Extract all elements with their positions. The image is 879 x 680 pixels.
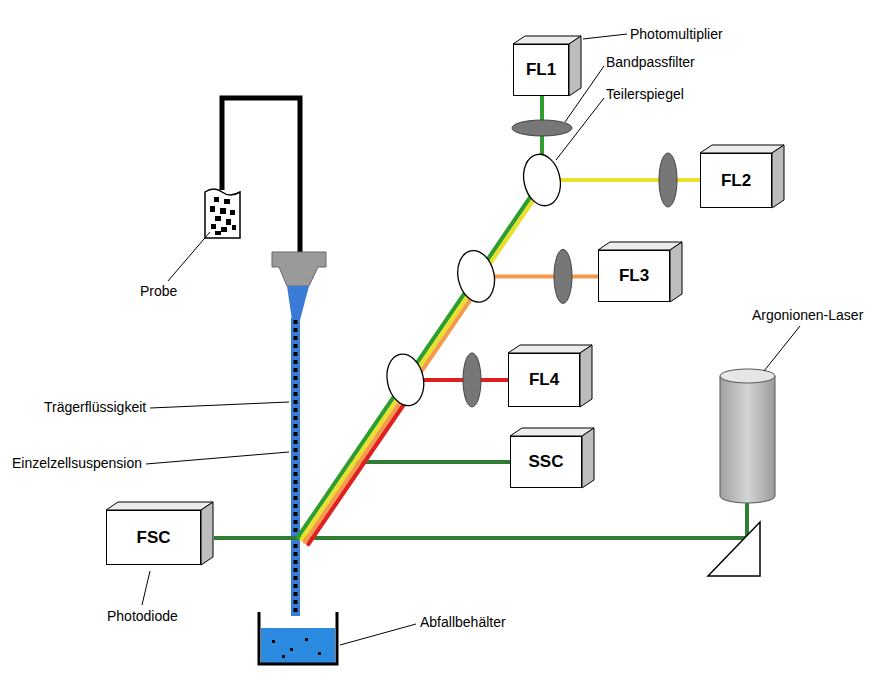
box-side [201,502,213,565]
part-label: Einzelzellsuspension [12,455,142,471]
detector-label: FL3 [619,266,649,286]
bandpass-filter [463,353,481,407]
light-beam [308,387,415,544]
leader-line [556,98,604,160]
detector-label: FSC [137,528,171,548]
nozzle [272,252,326,286]
detector-label: FL2 [721,171,751,191]
laser-body [720,376,775,503]
dichroic-mirror [382,351,428,409]
box-top [598,242,682,250]
light-beam [298,180,542,537]
leader-line [340,624,416,645]
box-side [582,428,594,488]
part-label: Abfallbehälter [420,614,506,630]
waste-container [259,612,337,664]
box-side [569,36,581,96]
leader-lines [142,34,800,645]
part-label: Probe [140,283,177,299]
laser-beam [214,536,747,540]
leader-line [146,452,289,464]
detector-box: FL1 [513,44,569,96]
dichroic-mirror [519,151,565,209]
sample-tube [205,189,240,238]
part-label: Photodiode [107,608,178,624]
bandpass-filter [512,120,572,136]
laser-beam [745,503,749,538]
part-label: Argonionen-Laser [752,307,863,323]
leader-line [764,326,800,371]
detector-label: FL1 [526,60,556,80]
detector-label: FL4 [529,370,559,390]
bandpass-filter [659,153,677,207]
box-side [772,145,784,208]
detector-box: SSC [510,436,582,488]
part-label: Bandpassfilter [606,54,695,70]
waste-cells [272,638,321,658]
leader-line [150,402,289,408]
carrier-stream [291,318,300,616]
cell-stream [294,320,298,614]
box-top [106,502,213,510]
part-label: Photomultiplier [630,26,723,42]
leader-line [565,66,604,122]
waste-liquid [261,628,335,663]
cells [210,197,236,235]
box-faces [106,36,784,565]
fluorescence-beams [298,96,700,544]
leader-line [142,571,150,605]
box-side [580,345,592,407]
leader-line [583,34,627,39]
light-beam [305,281,483,542]
part-label: Teilerspiegel [606,86,684,102]
ssc-beam [352,460,510,464]
leader-line [168,232,210,281]
dichroic-mirror [453,247,499,305]
detector-label: SSC [529,452,564,472]
box-side [670,242,682,302]
box-top [700,145,784,153]
detector-box: FL3 [598,250,670,302]
detector-box: FSC [106,510,201,565]
box-top [508,345,592,353]
laser-top [720,369,775,383]
detector-box: FL2 [700,153,772,208]
detector-box: FL4 [508,353,580,407]
bandpass-filter [554,249,572,303]
part-label: Trägerflüssigkeit [44,399,146,415]
sheath-cone [287,286,309,320]
box-top [510,428,594,436]
prism-mirror [708,522,760,576]
